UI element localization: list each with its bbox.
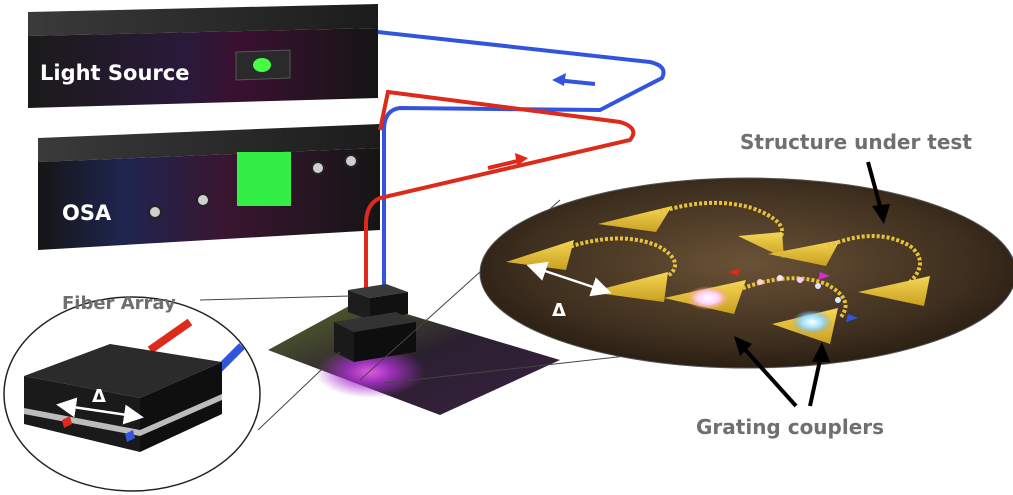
grating-glow-input	[686, 286, 730, 310]
chip-zoom-disk: Δ	[479, 177, 1013, 369]
osa-label: OSA	[62, 201, 112, 225]
illuminated-structure	[664, 268, 858, 344]
osa-knob-icon	[311, 161, 325, 175]
light-source-instrument: Light Source	[28, 4, 378, 108]
osa-knob-icon	[196, 193, 210, 207]
light-source-front	[28, 28, 378, 108]
zoom-line	[257, 351, 341, 431]
osa-instrument: OSA	[38, 124, 380, 250]
chip-delta-label: Δ	[552, 300, 566, 321]
inset-fiber-red	[147, 318, 193, 354]
small-arrow-red-icon	[728, 268, 740, 276]
pointer-arrow-icon	[866, 161, 882, 207]
fiber-array-inset: Δ	[3, 296, 261, 492]
pointer-arrow-head-icon	[872, 204, 890, 224]
zoom-line	[199, 295, 351, 301]
flow-arrow-blue-head-icon	[552, 73, 566, 86]
pointer-arrows	[734, 161, 890, 408]
ring-structure	[768, 234, 930, 306]
flow-arrow-red-head-icon	[515, 153, 528, 166]
osa-display-screen	[237, 152, 291, 206]
fiber-red	[364, 89, 636, 295]
grating-couplers-label: Grating couplers	[696, 415, 884, 439]
inset-port-blue	[125, 430, 135, 442]
fiber-blue	[377, 30, 666, 295]
light-source-indicator-icon	[253, 58, 271, 72]
chip-pitch-arrow-icon	[526, 261, 612, 297]
chip-glow	[315, 346, 425, 398]
osa-knob-icon	[148, 205, 162, 219]
pointer-arrow-head-icon	[812, 342, 830, 362]
structure-under-test-label: Structure under test	[740, 130, 972, 154]
fiber-array-label: Fiber Array	[62, 293, 176, 314]
pointer-arrow-head-icon	[734, 336, 752, 356]
small-arrow-blue-icon	[846, 314, 858, 322]
pointer-arrow-icon	[808, 359, 822, 407]
osa-knob-icon	[344, 154, 358, 168]
light-source-top	[28, 4, 378, 36]
inset-delta-label: Δ	[92, 386, 106, 407]
grating-glow-output	[792, 310, 832, 334]
fiber-array-block	[334, 284, 416, 362]
ring-structure	[598, 200, 784, 258]
osa-top	[38, 124, 380, 162]
light-source-label: Light Source	[40, 61, 189, 85]
pointer-arrow-icon	[740, 344, 798, 408]
small-arrow-magenta-icon	[818, 272, 830, 280]
inset-pitch-arrow-icon	[56, 397, 144, 425]
